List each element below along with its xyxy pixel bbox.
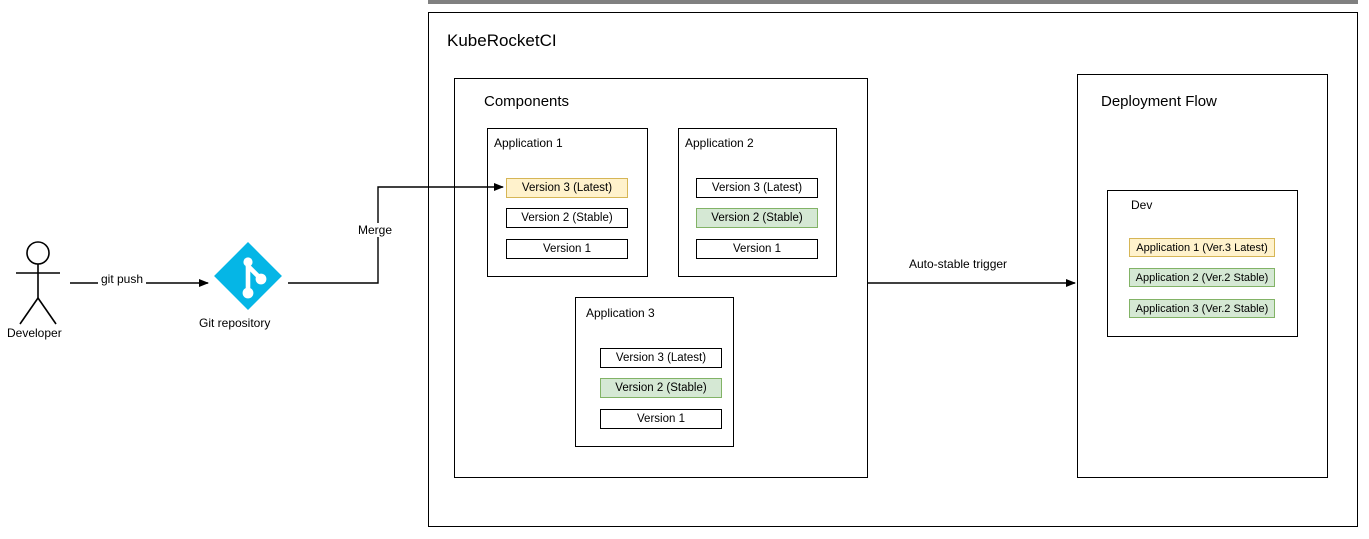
git-push-label: git push	[98, 272, 147, 286]
stick-figure-icon	[16, 241, 60, 325]
application-2-box	[678, 128, 837, 277]
version-chip[interactable]: Version 2 (Stable)	[506, 208, 628, 228]
application-1-box	[487, 128, 648, 277]
components-title: Components	[484, 93, 570, 110]
application-1-title: Application 1	[494, 136, 563, 150]
application-2-title: Application 2	[685, 136, 754, 150]
components-container	[454, 78, 868, 478]
version-chip[interactable]: Version 3 (Latest)	[696, 178, 818, 198]
kuberocketci-container	[428, 12, 1358, 527]
deployed-app-chip[interactable]: Application 3 (Ver.2 Stable)	[1129, 299, 1275, 318]
version-chip[interactable]: Version 1	[600, 409, 722, 429]
version-chip[interactable]: Version 2 (Stable)	[600, 378, 722, 398]
developer-label: Developer	[7, 326, 62, 340]
dev-environment-title: Dev	[1131, 198, 1153, 212]
auto-stable-trigger-label: Auto-stable trigger	[905, 257, 1012, 271]
dev-environment-box	[1107, 190, 1298, 337]
git-repository-node: Git repository	[199, 236, 288, 330]
deployment-flow-title: Deployment Flow	[1101, 93, 1217, 110]
git-diamond-icon	[214, 242, 282, 310]
version-chip[interactable]: Version 3 (Latest)	[506, 178, 628, 198]
application-3-title: Application 3	[586, 306, 655, 320]
deployed-app-chip[interactable]: Application 2 (Ver.2 Stable)	[1129, 268, 1275, 287]
git-repository-label: Git repository	[199, 316, 271, 330]
deployed-app-chip[interactable]: Application 1 (Ver.3 Latest)	[1129, 238, 1275, 257]
application-3-box	[575, 297, 734, 447]
merge-label: Merge	[355, 223, 396, 237]
version-chip[interactable]: Version 3 (Latest)	[600, 348, 722, 368]
version-chip[interactable]: Version 2 (Stable)	[696, 208, 818, 228]
version-chip[interactable]: Version 1	[506, 239, 628, 259]
top-gray-bar	[428, 0, 1358, 4]
version-chip[interactable]: Version 1	[696, 239, 818, 259]
deployment-flow-container	[1077, 74, 1328, 478]
kuberocketci-title: KubeRocketCI	[447, 31, 557, 50]
